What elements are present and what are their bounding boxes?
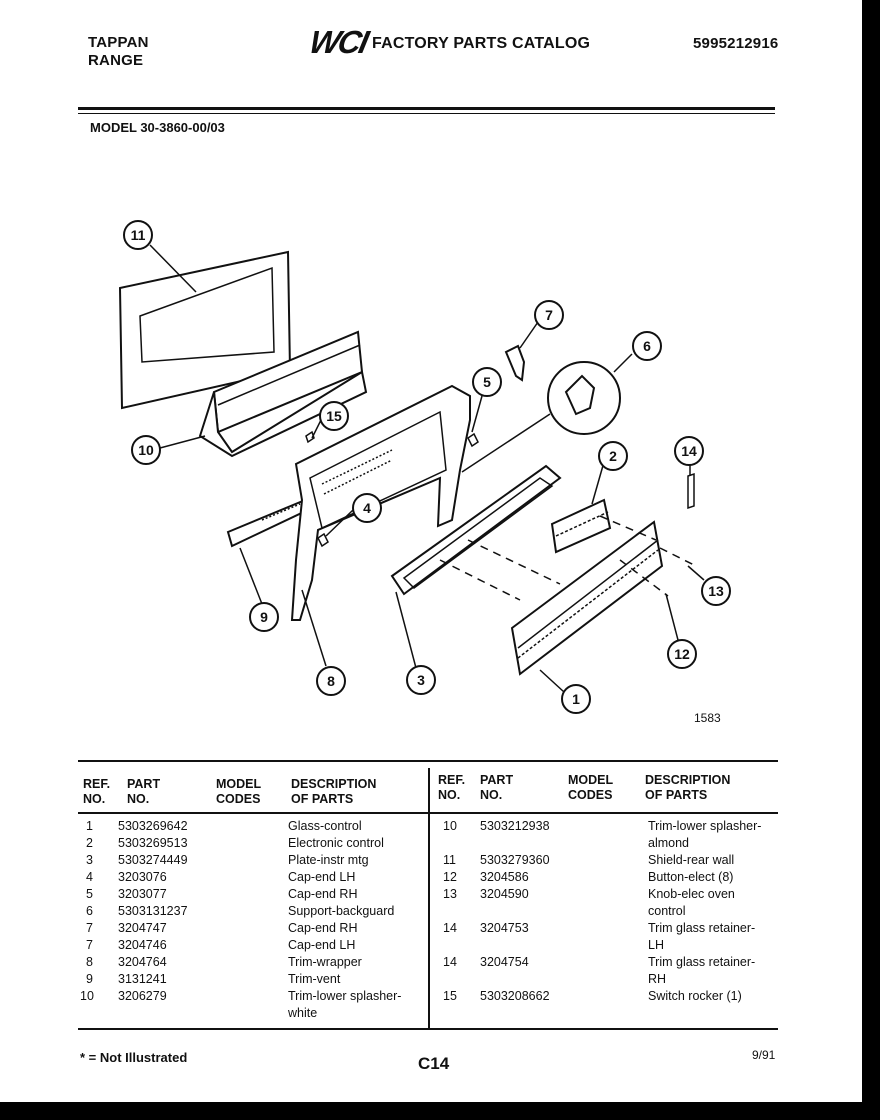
callout-5: 5 — [472, 367, 502, 397]
svg-text:15: 15 — [326, 408, 342, 424]
callout-7: 7 — [534, 300, 564, 330]
page-edge-bottom — [0, 1102, 880, 1120]
table-center-divider — [428, 768, 430, 1028]
brand-line-1: TAPPAN — [88, 34, 149, 51]
part-trim-glass-retainer — [687, 472, 695, 510]
callout-9: 9 — [249, 602, 279, 632]
callout-15: 15 — [319, 401, 349, 431]
svg-text:13: 13 — [708, 583, 724, 599]
table-top-rule — [78, 760, 778, 762]
svg-text:6: 6 — [643, 338, 651, 354]
callout-12: 12 — [667, 639, 697, 669]
svg-text:9: 9 — [260, 609, 268, 625]
footnote: * = Not Illustrated — [80, 1050, 188, 1065]
svg-text:10: 10 — [138, 442, 154, 458]
svg-text:1: 1 — [572, 691, 580, 707]
catalog-number: 5995212916 — [693, 35, 779, 52]
part-cap-end-7 — [504, 344, 526, 382]
model-number: MODEL 30-3860-00/03 — [90, 120, 225, 135]
callout-10: 10 — [131, 435, 161, 465]
part-trim-lower-splasher — [198, 330, 368, 458]
svg-text:4: 4 — [363, 500, 371, 516]
header-rule — [78, 107, 775, 110]
callout-4: 4 — [352, 493, 382, 523]
part-cap-end-rh — [467, 432, 479, 448]
table-bottom-rule — [78, 1028, 778, 1030]
svg-text:8: 8 — [327, 673, 335, 689]
header-rule-thin — [78, 113, 775, 114]
callout-6: 6 — [632, 331, 662, 361]
svg-text:3: 3 — [417, 672, 425, 688]
part-switch-rocker — [305, 430, 315, 444]
svg-text:12: 12 — [674, 646, 690, 662]
callout-8: 8 — [316, 666, 346, 696]
catalog-title: FACTORY PARTS CATALOG — [372, 35, 591, 52]
callout-2: 2 — [598, 441, 628, 471]
page-number: C14 — [418, 1054, 450, 1073]
svg-text:2: 2 — [609, 448, 617, 464]
callout-13: 13 — [701, 576, 731, 606]
svg-text:14: 14 — [681, 443, 697, 459]
svg-text:5: 5 — [483, 374, 491, 390]
svg-text:7: 7 — [545, 307, 553, 323]
part-electronic-control — [550, 498, 612, 554]
svg-text:11: 11 — [131, 227, 146, 243]
callout-14: 14 — [674, 436, 704, 466]
page-edge-right — [862, 0, 880, 1120]
part-cap-end-lh — [317, 532, 329, 548]
callout-3: 3 — [406, 665, 436, 695]
part-support-backguard — [547, 361, 621, 435]
part-glass-control — [510, 520, 664, 676]
callout-11: 11 — [123, 220, 153, 250]
callout-1: 1 — [561, 684, 591, 714]
figure-number: 1583 — [694, 711, 721, 725]
exploded-parts-diagram: 1 2 3 4 5 6 7 8 9 10 11 12 13 14 15 1583 — [118, 220, 731, 725]
brand-line-2: RANGE — [88, 52, 144, 69]
revision-date: 9/91 — [752, 1048, 776, 1062]
part-plate-instr-mounting — [390, 464, 562, 596]
